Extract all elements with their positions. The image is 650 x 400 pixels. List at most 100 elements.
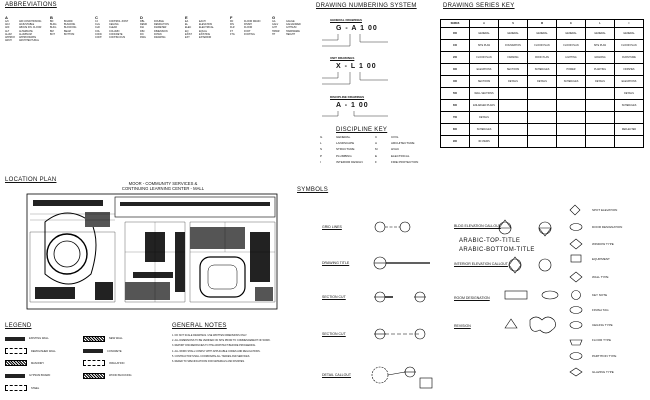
series-cell xyxy=(498,99,528,112)
symbol-type-label: DOOR DESIGNATION xyxy=(592,225,623,229)
series-cell: GENERAL xyxy=(614,27,644,40)
series-cell: SECTIONS xyxy=(469,75,499,88)
series-cell: LIGHTING xyxy=(556,51,586,64)
series-cell xyxy=(498,111,528,124)
abbreviation-meaning: EXTERIOR xyxy=(199,36,212,40)
series-cell: 700 xyxy=(440,111,470,124)
abbreviation-code: BLKG xyxy=(50,26,57,30)
discipline-code: E xyxy=(375,153,378,158)
abbreviation-code: BOT xyxy=(50,32,55,36)
abbreviation-row: BOT BOTTOM xyxy=(50,33,76,36)
series-cell: 200 xyxy=(440,51,470,64)
abbreviation-meaning: BUILDING xyxy=(64,23,76,27)
abbreviation-code: CONC xyxy=(95,32,103,36)
abbreviation-meaning: ELECTRICAL xyxy=(199,26,214,30)
series-cell: GENERAL xyxy=(556,27,586,40)
symbol-type-label: FLOOR TYPE xyxy=(592,338,611,342)
series-cell: FURNITURE xyxy=(614,51,644,64)
legend-item: INSULATION xyxy=(83,359,155,368)
abbreviation-code: ARCH xyxy=(5,39,12,43)
numbering-leader-lines xyxy=(322,34,388,117)
abbreviation-meaning: ARCHITECTURAL xyxy=(19,39,40,43)
unit-label: UNIT DRAWINGS xyxy=(330,56,355,60)
discipline-name: STRUCTURE xyxy=(336,147,355,152)
general-notes-list: 1. DO NOT SCALE DRAWINGS. USE WRITTEN DI… xyxy=(172,334,307,365)
legend-label: EXISTING WALL xyxy=(29,337,49,341)
location-plan-title: LOCATION PLAN xyxy=(5,177,57,183)
discipline-name: CIVIL xyxy=(391,135,399,139)
abbreviation-code: APPROX xyxy=(5,36,15,40)
abbreviation-code: AFF xyxy=(5,26,10,30)
series-cell: SCHEDULES xyxy=(556,75,586,88)
symbol-type-label: WALL TYPE xyxy=(592,275,609,279)
series-cell xyxy=(527,99,557,112)
abbreviation-meaning: DIMENSION xyxy=(154,29,168,33)
legend-swatch xyxy=(5,373,25,378)
series-cell xyxy=(498,123,528,136)
abbreviation-code: ADJ xyxy=(5,23,10,27)
symbol-label: INTERIOR ELEVATION CALLOUT xyxy=(454,262,508,266)
abbreviation-meaning: CEILING xyxy=(109,23,119,27)
legend-item: CONCRETE xyxy=(83,346,155,355)
abbreviation-meaning: HARDWARE xyxy=(286,29,300,33)
abbreviation-code: EA xyxy=(185,20,189,23)
abbreviation-code: EXIST xyxy=(185,32,192,36)
abbreviation-code: BLDG xyxy=(50,23,57,27)
drawing-numbering-diagram: GENERAL DRAWINGS G - A 1 00 UNIT DRAWING… xyxy=(318,12,428,122)
discipline-key-title: DISCIPLINE KEY xyxy=(336,127,388,133)
symbol-label: SECTION CUT xyxy=(322,332,346,336)
abbreviation-meaning: DEMOLITION xyxy=(154,23,169,27)
series-cell: POWER xyxy=(556,63,586,76)
series-cell: SITE PLAN xyxy=(469,39,499,52)
series-header-cell: M xyxy=(527,19,557,28)
general-note: 3. REPORT DISCREPANCIES TO THE ARCHITECT… xyxy=(172,344,256,348)
series-header-cell: I xyxy=(614,19,644,28)
general-code: G - A 1 00 xyxy=(336,25,378,32)
legend-label: NEW WALL xyxy=(109,337,123,341)
abbreviation-meaning: DRAWING xyxy=(154,36,166,40)
legend-label: WOOD BLOCKING xyxy=(109,374,132,378)
abbreviation-meaning: CLEAR xyxy=(109,26,117,30)
drawing-series-title: DRAWING SERIES KEY xyxy=(443,3,515,9)
series-cell: DETAILS xyxy=(614,87,644,100)
general-note: 4. ALL WORK SHALL COMPLY WITH APPLICABLE… xyxy=(172,349,261,353)
abbreviation-meaning: DOWN xyxy=(154,32,162,36)
legend-item: EXISTING WALL xyxy=(5,334,77,343)
series-cell xyxy=(498,87,528,100)
symbol-label: REVISION xyxy=(454,324,471,328)
abbreviation-code: ELEC xyxy=(185,26,192,30)
abbreviation-code: FLR xyxy=(230,26,235,30)
abbreviation-meaning: FOOT xyxy=(244,29,251,33)
legend-swatch xyxy=(5,336,25,341)
abbreviation-meaning: BEAM xyxy=(64,29,71,33)
series-cell xyxy=(556,135,586,148)
unit-code: X - L 1 00 xyxy=(336,63,377,70)
discipline-name: GENERAL xyxy=(336,135,351,139)
abbreviation-meaning: FINISH xyxy=(244,23,252,27)
abbreviation-meaning: BOTTOM xyxy=(64,32,75,36)
series-cell: ELEVATIONS xyxy=(614,75,644,88)
title-bottom-text: ARABIC-BOTTOM-TITLE xyxy=(459,247,535,253)
legend-label: STEEL xyxy=(31,386,40,390)
discipline-name: HVAC xyxy=(391,147,400,152)
symbols-title: SYMBOLS xyxy=(297,187,329,193)
